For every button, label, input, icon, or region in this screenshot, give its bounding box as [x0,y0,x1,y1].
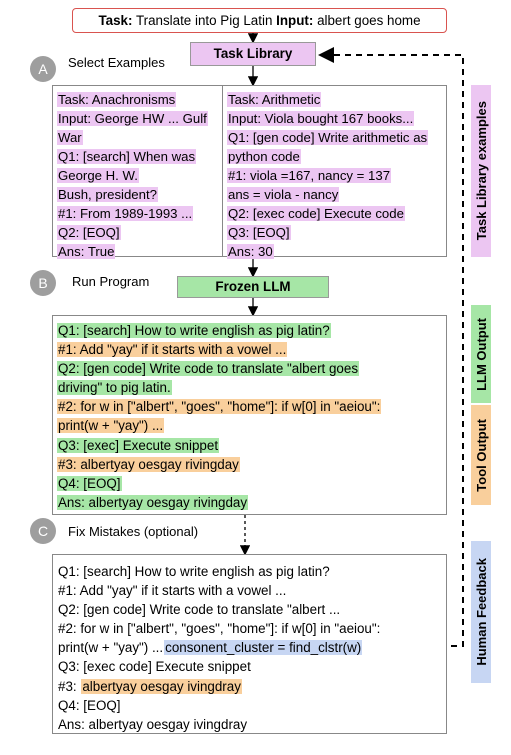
task-library-title: Task Library [213,46,293,61]
fixed-program-box: Q1: [search] How to write english as pig… [52,554,447,734]
example-line: Bush, president? [57,187,158,202]
example-line: python code [227,149,301,164]
program-text: Q1: [search] How to write english as pig… [57,321,445,512]
example-line: Q2: [EOQ] [57,225,121,240]
task-header-box: Task: Translate into Pig Latin Input: al… [72,8,447,33]
fixed-program-line: Q2: [gen code] Write code to translate "… [58,602,341,618]
step-a-circle: A [30,56,56,82]
example-line: Q1: [search] When was [57,149,197,164]
fixed-program-line: Q3: [exec code] Execute snippet [58,659,251,675]
step-b-label: Run Program [72,274,150,289]
example-line: Input: Viola bought 167 books... [227,111,415,126]
frozen-llm-box: Frozen LLM [177,276,329,298]
program-line: #2: for w in ["albert", "goes", "home"]:… [57,399,382,415]
human-feedback-edit: consonent_cluster = find_clstr(w) [164,640,363,656]
example-line: Task: Arithmetic [227,92,322,107]
task-label: Task: [98,13,133,28]
example-line: Q3: [EOQ] [227,225,291,240]
example-line: Input: George HW ... Gulf [57,111,208,126]
example-line: Q1: [gen code] Write arithmetic as [227,130,429,145]
program-line: #1: Add "yay" if it starts with a vowel … [57,342,288,358]
program-line: Ans: albertyay oesgay rivingday [57,494,249,510]
frozen-llm-title: Frozen LLM [215,279,291,294]
example-line: George H. W. [57,168,139,183]
side-label-task-library-examples: Task Library examples [471,85,491,257]
input-label: Input: [276,13,314,28]
examples-divider [222,86,223,256]
example-line: Ans: 30 [227,244,274,259]
program-line: print(w + "yay") ... [57,418,165,434]
fixed-program-line: #3: [58,678,77,694]
program-line: Q2: [gen code] Write code to translate "… [57,361,360,377]
fixed-program-line: Q4: [EOQ] [58,697,121,713]
fixed-program-line: print(w + "yay") ... [58,640,164,656]
example-line: #1: viola =167, nancy = 137 [227,168,392,183]
fixed-program-line: #1: Add "yay" if it starts with a vowel … [58,583,287,599]
example-line: Task: Anachronisms [57,92,177,107]
input-text: albert goes home [317,13,421,28]
example-line: Q2: [exec code] Execute code [227,206,405,221]
task-text: Translate into Pig Latin [135,13,273,28]
side-label-human-feedback: Human Feedback [471,541,491,683]
fixed-program-line: Ans: albertyay oesgay ivingdray [58,716,248,732]
step-c-circle: C [30,518,56,544]
step-b-circle: B [30,270,56,296]
program-line: Q4: [EOQ] [57,475,122,491]
task-library-box: Task Library [190,42,316,66]
fixed-program-line: Q1: [search] How to write english as pig… [58,564,330,579]
example-line: War [57,130,83,145]
program-line: #3: albertyay oesgay rivingday [57,456,240,472]
program-box: Q1: [search] How to write english as pig… [52,315,447,515]
step-c-label: Fix Mistakes (optional) [68,524,199,539]
side-label-llm-output: LLM Output [471,305,491,403]
fixed-program-text: Q1: [search] How to write english as pig… [57,562,445,734]
fixed-program-line: #2: for w in ["albert", "goes", "home"]:… [58,621,381,637]
example-line: ans = viola - nancy [227,187,340,202]
step-a-label: Select Examples [68,55,165,70]
fixed-program-line: albertyay oesgay ivingdray [81,678,242,694]
program-line: Q1: [search] How to write english as pig… [57,323,331,338]
program-line: driving" to pig latin. [57,380,172,396]
program-line: Q3: [exec] Execute snippet [57,437,220,453]
example-line: Ans: True [57,244,116,259]
example-line: #1: From 1989-1993 ... [57,206,194,221]
side-label-tool-output: Tool Output [471,405,491,505]
